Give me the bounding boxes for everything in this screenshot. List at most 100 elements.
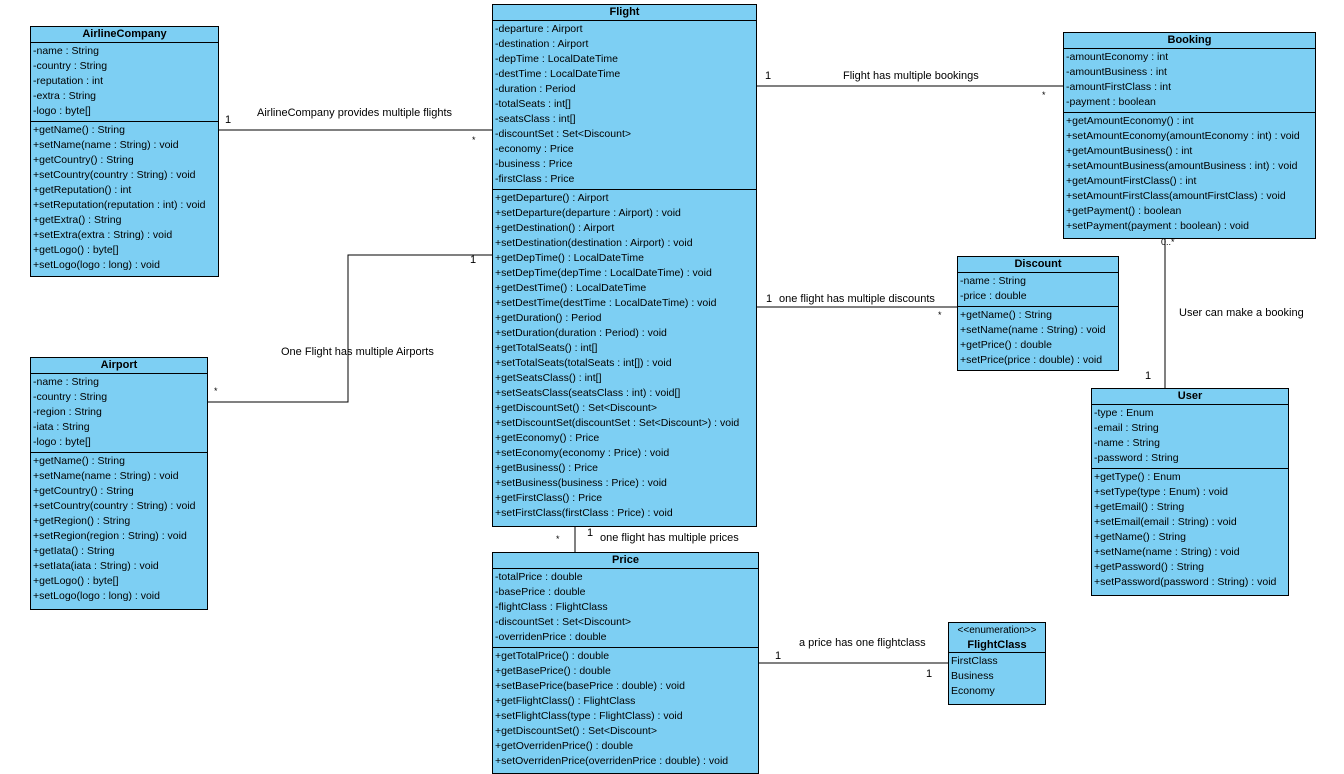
attribute: -basePrice : double bbox=[495, 586, 586, 598]
operation: +setDeparture(departure : Airport) : voi… bbox=[495, 207, 681, 219]
attributes-compartment: -totalPrice : double -basePrice : double -… bbox=[493, 569, 758, 648]
operation: +getFirstClass() : Price bbox=[495, 492, 603, 504]
operation: +setExtra(extra : String) : void bbox=[33, 229, 173, 241]
operation: +setBusiness(business : Price) : void bbox=[495, 477, 667, 489]
operation: +getFlightClass() : FlightClass bbox=[495, 695, 636, 707]
operation: +setEmail(email : String) : void bbox=[1094, 516, 1237, 528]
class-name: AirlineCompany bbox=[31, 27, 218, 43]
operation: +getExtra() : String bbox=[33, 214, 122, 226]
class-airport[interactable]: Airport-name : String-country : String-r… bbox=[30, 357, 208, 610]
enum-header: <<enumeration>> FlightClass bbox=[949, 623, 1045, 653]
operation: +getOverridenPrice() : double bbox=[495, 740, 634, 752]
operation: +getName() : String bbox=[960, 309, 1052, 321]
attribute: -iata : String bbox=[33, 421, 90, 433]
mult-flight-booking-source: 1 bbox=[765, 70, 772, 82]
attribute: -name : String bbox=[33, 45, 99, 57]
operation: +setAmountFirstClass(amountFirstClass) :… bbox=[1066, 190, 1286, 202]
operation: +setAmountEconomy(amountEconomy : int) :… bbox=[1066, 130, 1300, 142]
attribute: -depTime : LocalDateTime bbox=[495, 53, 618, 65]
operations-compartment: +getAmountEconomy() : int+setAmountEcono… bbox=[1064, 113, 1315, 236]
operations-compartment: +getName() : String +setName(name : Strin… bbox=[31, 453, 207, 606]
operation: +getAmountFirstClass() : int bbox=[1066, 175, 1197, 187]
class-name: User bbox=[1092, 389, 1288, 405]
attribute: -discountSet : Set<Discount> bbox=[495, 616, 631, 628]
attribute: -economy : Price bbox=[495, 143, 574, 155]
enum-literal: FirstClass bbox=[951, 655, 998, 667]
attribute: -overridenPrice : double bbox=[495, 631, 607, 643]
operation: +getDiscountSet() : Set<Discount> bbox=[495, 402, 657, 414]
operation: +getDestTime() : LocalDateTime bbox=[495, 282, 647, 294]
operation: +setCountry(country : String) : void bbox=[33, 500, 196, 512]
operation: +setPayment(payment : boolean) : void bbox=[1066, 220, 1249, 232]
class-booking[interactable]: Booking-amountEconomy : int-amountBusine… bbox=[1063, 32, 1316, 239]
class-name: Discount bbox=[958, 257, 1118, 273]
assoc-label-flight-price: one flight has multiple prices bbox=[600, 532, 739, 544]
attribute: -logo : byte[] bbox=[33, 436, 91, 448]
attribute: -totalSeats : int[] bbox=[495, 98, 571, 110]
operation: +getCountry() : String bbox=[33, 154, 134, 166]
operation: +getName() : String bbox=[1094, 531, 1186, 543]
assoc-label-user-booking: User can make a booking bbox=[1179, 307, 1304, 319]
operation: +getCountry() : String bbox=[33, 485, 134, 497]
attribute: -name : String bbox=[33, 376, 99, 388]
attribute: -amountEconomy : int bbox=[1066, 51, 1169, 63]
operation: +getBasePrice() : double bbox=[495, 665, 611, 677]
attribute: -password : String bbox=[1094, 452, 1179, 464]
operation: +getName() : String bbox=[33, 455, 125, 467]
mult-flight-price-source: 1 bbox=[587, 527, 594, 539]
operation: +setOverridenPrice(overridenPrice : doub… bbox=[495, 755, 729, 767]
operation: +setDepTime(depTime : LocalDateTime) : v… bbox=[495, 267, 712, 279]
attribute: -totalPrice : double bbox=[495, 571, 583, 583]
attribute: -duration : Period bbox=[495, 83, 576, 95]
enum-literals: FirstClass Business Economy bbox=[949, 653, 1045, 701]
class-price[interactable]: Price-totalPrice : double-basePrice : do… bbox=[492, 552, 759, 774]
attributes-compartment: -name : String-country : String-reputati… bbox=[31, 43, 218, 122]
operation: +getDiscountSet() : Set<Discount> bbox=[495, 725, 657, 737]
operation: +getDuration() : Period bbox=[495, 312, 602, 324]
attribute: -logo : byte[] bbox=[33, 105, 91, 117]
class-discount[interactable]: Discount-name : String-price : double +ge… bbox=[957, 256, 1119, 371]
operation: +setDuration(duration : Period) : void bbox=[495, 327, 667, 339]
operation: +getSeatsClass() : int[] bbox=[495, 372, 602, 384]
mult-price: * bbox=[556, 534, 560, 544]
attribute: -destTime : LocalDateTime bbox=[495, 68, 621, 80]
attributes-compartment: -amountEconomy : int-amountBusiness : in… bbox=[1064, 49, 1315, 113]
operation: +setEconomy(economy : Price) : void bbox=[495, 447, 670, 459]
class-name: Airport bbox=[31, 358, 207, 374]
attribute: -business : Price bbox=[495, 158, 573, 170]
operation: +setFirstClass(firstClass : Price) : voi… bbox=[495, 507, 673, 519]
class-user[interactable]: User-type : Enum-email : String-name : S… bbox=[1091, 388, 1289, 596]
class-flight[interactable]: Flight-departure : Airport-destination :… bbox=[492, 4, 757, 527]
attribute: -reputation : int bbox=[33, 75, 104, 87]
operation: +getTotalSeats() : int[] bbox=[495, 342, 598, 354]
attributes-compartment: -name : String-price : double bbox=[958, 273, 1118, 307]
attribute: -seatsClass : int[] bbox=[495, 113, 576, 125]
operations-compartment: +getType() : Enum+setType(type : Enum) :… bbox=[1092, 469, 1288, 592]
operations-compartment: +getTotalPrice() : double+getBasePrice()… bbox=[493, 648, 758, 771]
operation: +setName(name : String) : void bbox=[33, 470, 179, 482]
operation: +setName(name : String) : void bbox=[1094, 546, 1240, 558]
mult-discount: * bbox=[938, 310, 942, 320]
mult-price-flightclass-source: 1 bbox=[775, 650, 782, 662]
mult-flightclass: 1 bbox=[926, 668, 933, 680]
enum-flight-class[interactable]: <<enumeration>> FlightClass FirstClass B… bbox=[948, 622, 1046, 705]
attribute: -region : String bbox=[33, 406, 102, 418]
mult-booking-from-user: 0..* bbox=[1161, 237, 1175, 247]
operation: +setName(name : String) : void bbox=[960, 324, 1106, 336]
mult-airline: 1 bbox=[225, 114, 232, 126]
line-flight-airport[interactable] bbox=[208, 254, 493, 403]
operations-compartment: +getName() : String+setName(name : Strin… bbox=[31, 122, 218, 275]
operation: +getDepTime() : LocalDateTime bbox=[495, 252, 644, 264]
operation: +setBasePrice(basePrice : double) : void bbox=[495, 680, 685, 692]
operation: +setType(type : Enum) : void bbox=[1094, 486, 1228, 498]
operation: +getEconomy() : Price bbox=[495, 432, 600, 444]
operation: +setIata(iata : String) : void bbox=[33, 560, 159, 572]
operation: +getName() : String bbox=[33, 124, 125, 136]
operation: +getRegion() : String bbox=[33, 515, 131, 527]
attribute: -firstClass : Price bbox=[495, 173, 575, 185]
operation: +setRegion(region : String) : void bbox=[33, 530, 187, 542]
enum-literal: Economy bbox=[951, 685, 995, 697]
operation: +getLogo() : byte[] bbox=[33, 244, 119, 256]
attribute: -flightClass : FlightClass bbox=[495, 601, 608, 613]
class-airline-company[interactable]: AirlineCompany-name : String-country : S… bbox=[30, 26, 219, 277]
